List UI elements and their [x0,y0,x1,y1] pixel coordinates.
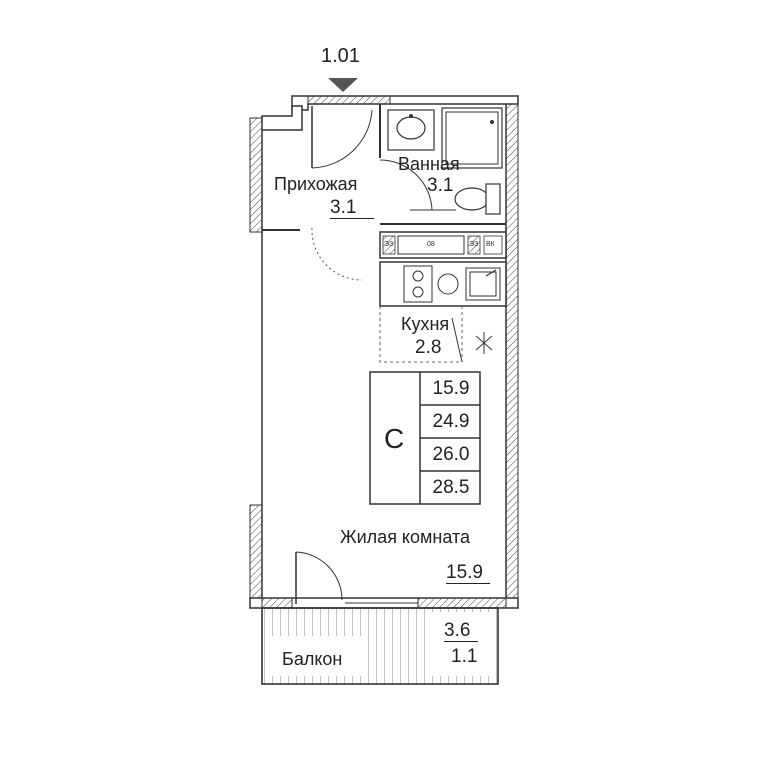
fridge-icon [437,273,459,295]
area-value-4: 28.5 [432,477,470,498]
balcony-name: Балкон [282,649,343,669]
kitchen-name: Кухня [401,314,450,334]
shower-icon [441,107,503,169]
entrance-arrow-icon [328,78,358,92]
apartment-number: 1.01 [321,45,360,67]
bathroom-name: Ванная [398,154,460,174]
right-wall [505,97,519,609]
area-table [369,371,481,505]
left-small-label: ЭЗ [384,241,394,248]
ventilation-icon [475,332,493,354]
boiler-icon [397,235,465,255]
balcony-area-reduced: 1.1 [451,646,478,667]
stove-icon [403,265,433,303]
area-value-3: 26.0 [432,444,470,465]
left-wall [249,117,263,233]
toilet-icon [454,183,501,215]
living-room-name: Жилая комната [340,527,471,547]
bathroom-area: 3.1 [427,175,454,196]
living-room-area: 15.9 [446,563,490,584]
kitchen-area: 2.8 [415,337,442,358]
left-wall-lower [249,504,263,606]
balcony-area-full: 3.6 [444,621,478,642]
sink-icon [465,267,501,301]
boiler-label: 08 [427,241,435,248]
area-value-1: 15.9 [432,378,470,399]
apartment-type: C [384,423,405,454]
hallway-area: 3.1 [330,198,374,219]
area-value-2: 24.9 [432,411,470,432]
hallway-name: Прихожая [274,174,358,194]
right-small-label-1: ЭЗ [469,241,479,248]
right-small-label-2: ВК [486,241,495,248]
